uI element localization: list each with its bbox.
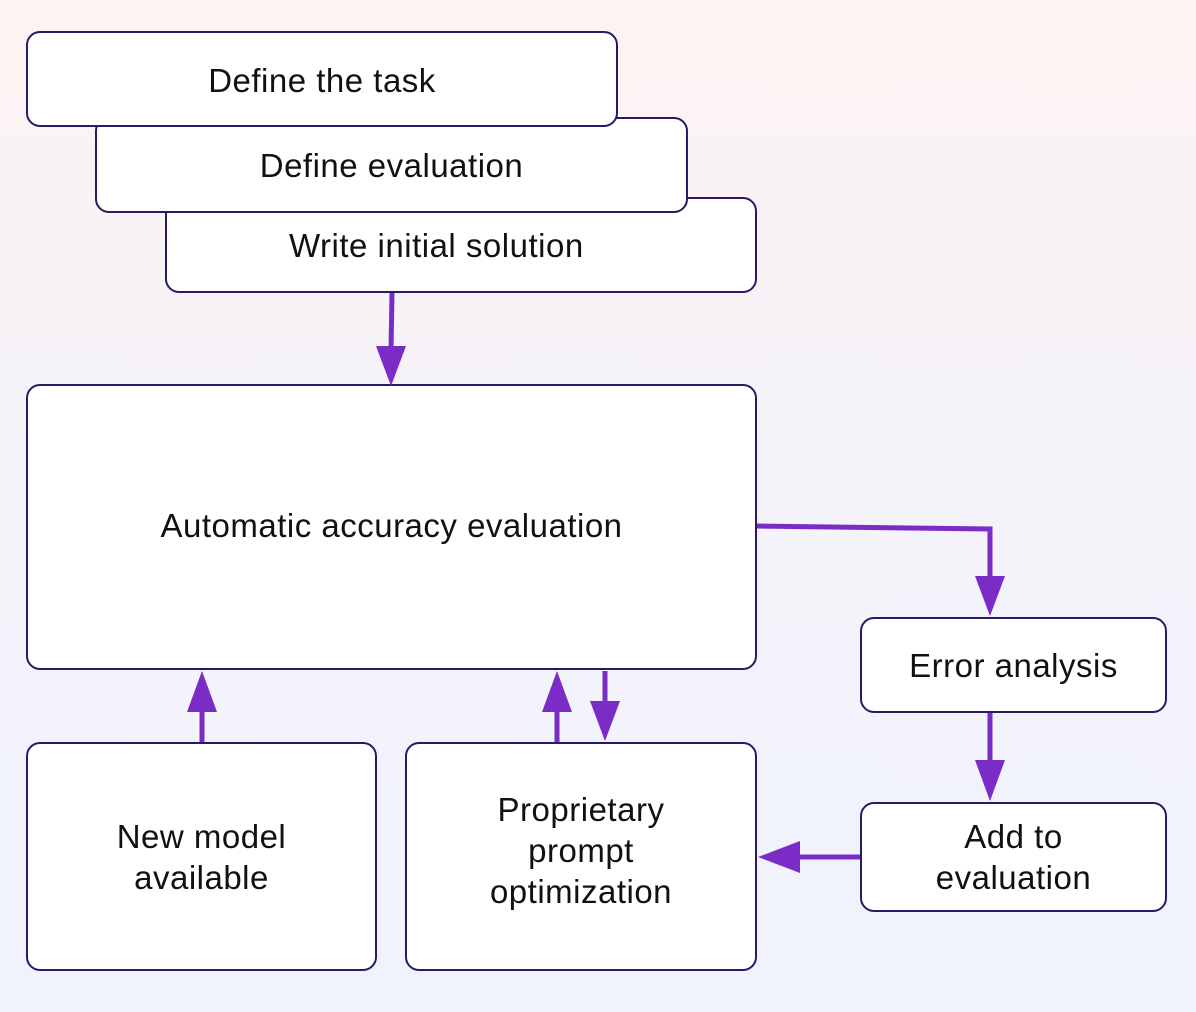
- new-model-available-label: New model available: [116, 817, 287, 896]
- arrowhead-new-model-to-evaluation: [187, 671, 217, 712]
- arrow-evaluation-to-error-analysis-line: [756, 523, 993, 580]
- write-initial-solution-label: Write initial solution: [289, 226, 584, 264]
- arrowhead-error-to-add: [975, 760, 1005, 801]
- define-evaluation-box: Define evaluation: [95, 117, 688, 213]
- write-initial-solution-box: Write initial solution: [165, 197, 757, 293]
- arrowhead-evaluation-to-error-analysis: [975, 576, 1005, 616]
- add-to-evaluation-box: Add to evaluation: [860, 802, 1167, 912]
- arrowhead-solution-to-evaluation: [376, 346, 406, 386]
- automatic-accuracy-evaluation-label: Automatic accuracy evaluation: [160, 506, 623, 544]
- arrow-solution-to-evaluation-line: [388, 292, 395, 351]
- arrowhead-prompt-to-evaluation: [542, 671, 572, 712]
- define-task-label: Define the task: [208, 62, 436, 99]
- arrowhead-add-to-prompt: [758, 841, 800, 873]
- proprietary-prompt-optimization-label: Proprietary prompt optimization: [489, 791, 673, 910]
- arrowhead-evaluation-to-prompt: [590, 701, 620, 741]
- error-analysis-box: Error analysis: [860, 617, 1167, 713]
- new-model-available-box: New model available: [26, 742, 377, 971]
- proprietary-prompt-optimization-box: Proprietary prompt optimization: [405, 742, 757, 971]
- automatic-accuracy-evaluation-box: Automatic accuracy evaluation: [26, 384, 757, 670]
- error-analysis-label: Error analysis: [909, 646, 1118, 684]
- define-task-box: Define the task: [26, 31, 618, 127]
- define-evaluation-label: Define evaluation: [259, 147, 524, 184]
- add-to-evaluation-label: Add to evaluation: [935, 818, 1092, 896]
